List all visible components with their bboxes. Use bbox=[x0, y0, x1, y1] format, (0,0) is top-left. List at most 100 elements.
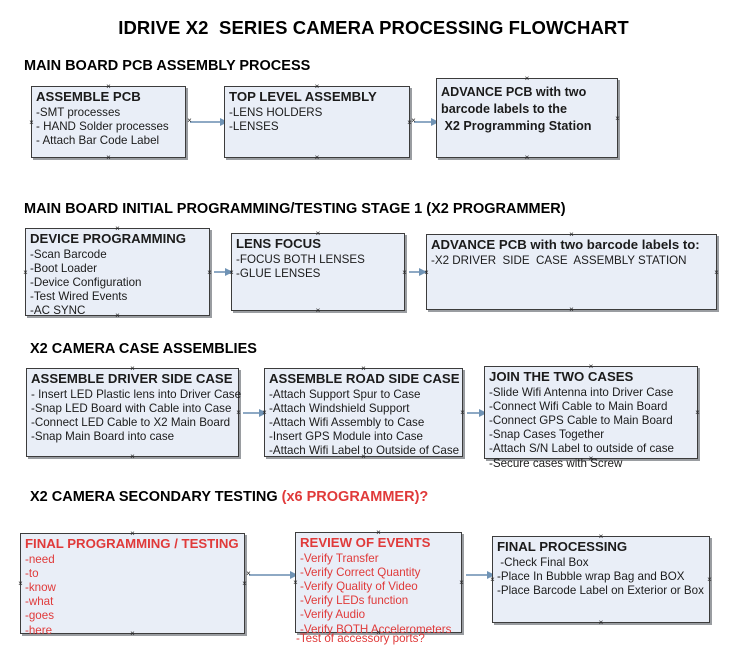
node-assemble-driver-side-case[interactable]: ASSEMBLE DRIVER SIDE CASE - Insert LED P… bbox=[26, 368, 242, 460]
node-line: -Verify Quality of Video bbox=[300, 579, 418, 593]
node-review-of-events[interactable]: REVIEW OF EVENTS -Verify Transfer -Verif… bbox=[292, 532, 465, 636]
node-header: ADVANCE PCB with two barcode labels to: bbox=[431, 237, 700, 252]
connector-start-handle bbox=[410, 117, 417, 124]
connection-handle-right[interactable] bbox=[458, 579, 465, 586]
node-line: -AC SYNC bbox=[30, 304, 86, 318]
connection-handle-left[interactable] bbox=[292, 579, 299, 586]
node-header: FINAL PROCESSING bbox=[497, 539, 628, 554]
connection-handle-right[interactable] bbox=[614, 115, 621, 122]
node-line: - Insert LED Plastic lens into Driver Ca… bbox=[31, 387, 242, 401]
connection-handle-bottom[interactable] bbox=[598, 619, 605, 626]
node-line: -Device Configuration bbox=[30, 275, 142, 289]
connection-handle-left[interactable] bbox=[28, 119, 35, 126]
connector-arrow bbox=[214, 268, 233, 276]
section-heading-text: X2 CAMERA SECONDARY TESTING bbox=[30, 489, 282, 505]
node-header: TOP LEVEL ASSEMBLY bbox=[229, 89, 377, 104]
node-line: -Attach Wifi Assembly to Case bbox=[269, 415, 425, 429]
section-heading-main-board-initial-programming: MAIN BOARD INITIAL PROGRAMMING/TESTING S… bbox=[24, 201, 566, 217]
node-device-programming[interactable]: DEVICE PROGRAMMING -Scan Barcode -Boot L… bbox=[22, 228, 213, 318]
node-lens-focus[interactable]: LENS FOCUS -FOCUS BOTH LENSES -GLUE LENS… bbox=[231, 233, 405, 311]
connection-handle-right[interactable] bbox=[706, 576, 713, 583]
connection-handle-bottom[interactable] bbox=[105, 154, 112, 161]
node-line: -Test Wired Events bbox=[30, 290, 128, 304]
node-line: -LENS HOLDERS bbox=[229, 105, 323, 119]
connector-arrow bbox=[409, 268, 427, 276]
section-heading-x2-camera-secondary-testing: X2 CAMERA SECONDARY TESTING (x6 PROGRAMM… bbox=[30, 489, 428, 505]
node-line: -Place In Bubble wrap Bag and BOX bbox=[497, 569, 685, 583]
connection-handle-right[interactable] bbox=[713, 269, 720, 276]
node-header: ASSEMBLE DRIVER SIDE CASE bbox=[31, 371, 233, 386]
node-line: -need bbox=[25, 552, 55, 566]
connection-handle-right[interactable] bbox=[401, 269, 408, 276]
node-line: -Secure cases with Screw bbox=[489, 456, 623, 470]
node-line: -to bbox=[25, 566, 39, 580]
node-line: -Verify Transfer bbox=[300, 551, 379, 565]
node-assemble-pcb[interactable]: ASSEMBLE PCB -SMT processes - HAND Solde… bbox=[31, 86, 186, 158]
node-line: -LENSES bbox=[229, 119, 279, 133]
node-line: -Connect Wifi Cable to Main Board bbox=[489, 399, 668, 413]
connector-arrow bbox=[243, 409, 267, 417]
node-line: -Connect LED Cable to X2 Main Board bbox=[31, 415, 231, 429]
connection-handle-right[interactable] bbox=[459, 409, 466, 416]
node-advance-pcb-programming-station[interactable]: ADVANCE PCB with two barcode labels to t… bbox=[436, 78, 618, 158]
node-line: -Slide Wifi Antenna into Driver Case bbox=[489, 385, 674, 399]
node-assemble-road-side-case[interactable]: ASSEMBLE ROAD SIDE CASE -Attach Support … bbox=[264, 368, 463, 457]
node-line: -goes bbox=[25, 609, 55, 623]
node-line: -Attach Wifi Label to Outside of Case bbox=[269, 444, 460, 458]
node-line: -SMT processes bbox=[36, 105, 121, 119]
connection-handle-left[interactable] bbox=[17, 580, 24, 587]
node-advance-pcb-driver-side-case[interactable]: ADVANCE PCB with two barcode labels to: … bbox=[426, 234, 717, 310]
node-join-the-two-cases[interactable]: JOIN THE TWO CASES -Slide Wifi Antenna i… bbox=[484, 366, 701, 470]
node-line: X2 Programming Station bbox=[441, 119, 592, 133]
node-line: barcode labels to the bbox=[441, 102, 567, 116]
node-line: -Attach Support Spur to Case bbox=[269, 387, 421, 401]
node-header: FINAL PROGRAMMING / TESTING bbox=[25, 536, 239, 551]
connector-arrow bbox=[249, 571, 298, 579]
node-top-level-assembly[interactable]: TOP LEVEL ASSEMBLY -LENS HOLDERS -LENSES bbox=[224, 86, 410, 158]
connector-arrow bbox=[467, 409, 487, 417]
node-line: -Snap LED Board with Cable into Case bbox=[31, 401, 232, 415]
connector-start-handle bbox=[186, 117, 193, 124]
connection-handle-top[interactable] bbox=[524, 75, 531, 82]
connection-handle-bottom[interactable] bbox=[314, 154, 321, 161]
node-final-programming-testing[interactable]: FINAL PROGRAMMING / TESTING -need -to -k… bbox=[17, 533, 248, 637]
connection-handle-right[interactable] bbox=[235, 409, 242, 416]
connector-arrow bbox=[190, 118, 228, 126]
node-header: LENS FOCUS bbox=[236, 236, 321, 251]
node-header: ASSEMBLE ROAD SIDE CASE bbox=[269, 371, 460, 386]
node-line: -Connect GPS Cable to Main Board bbox=[489, 413, 673, 427]
connection-handle-bottom[interactable] bbox=[524, 154, 531, 161]
connector-arrow bbox=[414, 118, 439, 126]
section-heading-main-board-pcb-assembly: MAIN BOARD PCB ASSEMBLY PROCESS bbox=[24, 58, 311, 74]
node-header: DEVICE PROGRAMMING bbox=[30, 231, 187, 246]
node-header: REVIEW OF EVENTS bbox=[300, 535, 431, 550]
connection-handle-right[interactable] bbox=[694, 409, 701, 416]
connection-handle-bottom[interactable] bbox=[568, 306, 575, 313]
connection-handle-right[interactable] bbox=[206, 269, 213, 276]
node-line: -know bbox=[25, 580, 56, 594]
node-line: - HAND Solder processes bbox=[36, 119, 169, 133]
node-line: -GLUE LENSES bbox=[236, 266, 321, 280]
section-heading-red-text: (x6 PROGRAMMER)? bbox=[281, 489, 429, 505]
node-line: -Attach S/N Label to outside of case bbox=[489, 442, 674, 456]
node-line: -X2 DRIVER SIDE CASE ASSEMBLY STATION bbox=[431, 253, 687, 267]
node-line: -here bbox=[25, 623, 53, 637]
node-header: ASSEMBLE PCB bbox=[36, 89, 141, 104]
node-line: -Place Barcode Label on Exterior or Box bbox=[497, 583, 704, 597]
connection-handle-bottom[interactable] bbox=[315, 307, 322, 314]
connection-handle-bottom[interactable] bbox=[129, 453, 136, 460]
node-line: -Verify Audio bbox=[300, 608, 366, 622]
connection-handle-left[interactable] bbox=[22, 269, 29, 276]
section-heading-x2-camera-case-assemblies: X2 CAMERA CASE ASSEMBLIES bbox=[30, 341, 257, 357]
node-header: JOIN THE TWO CASES bbox=[489, 369, 634, 384]
node-line: - Attach Bar Code Label bbox=[36, 133, 160, 147]
node-overflow-line: -Test of accessory ports? bbox=[296, 632, 425, 645]
connection-handle-right[interactable] bbox=[241, 580, 248, 587]
node-line: -Insert GPS Module into Case bbox=[269, 430, 424, 444]
node-line: -Snap Main Board into case bbox=[31, 430, 175, 444]
node-line: -Boot Loader bbox=[30, 261, 98, 275]
node-line: -what bbox=[25, 595, 54, 609]
node-final-processing[interactable]: FINAL PROCESSING -Check Final Box -Place… bbox=[492, 536, 710, 623]
node-line: -Verify Correct Quantity bbox=[300, 565, 421, 579]
